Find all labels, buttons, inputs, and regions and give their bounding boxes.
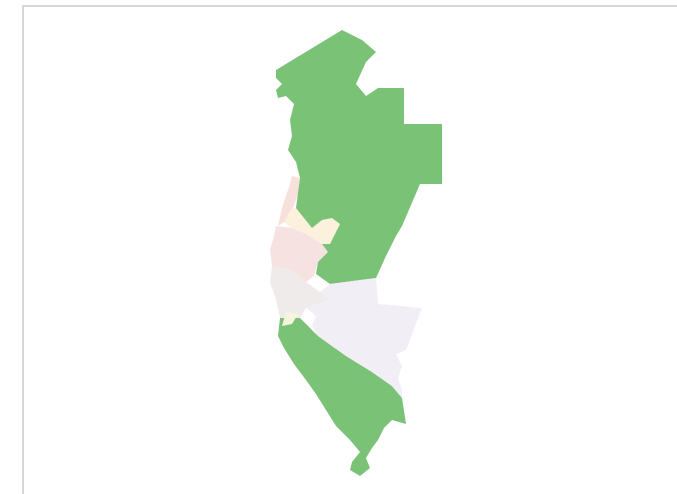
map-region-mid-green-lobe[interactable] — [306, 278, 422, 398]
map-region-south[interactable] — [278, 318, 406, 476]
map-region-north-coast-strip[interactable] — [278, 176, 300, 226]
map-region-small-yellow-patch[interactable] — [282, 312, 298, 326]
map-region-north-east[interactable] — [276, 30, 442, 284]
map-region-central-yellow[interactable] — [284, 208, 340, 244]
map-region-central-coast[interactable] — [270, 226, 328, 282]
